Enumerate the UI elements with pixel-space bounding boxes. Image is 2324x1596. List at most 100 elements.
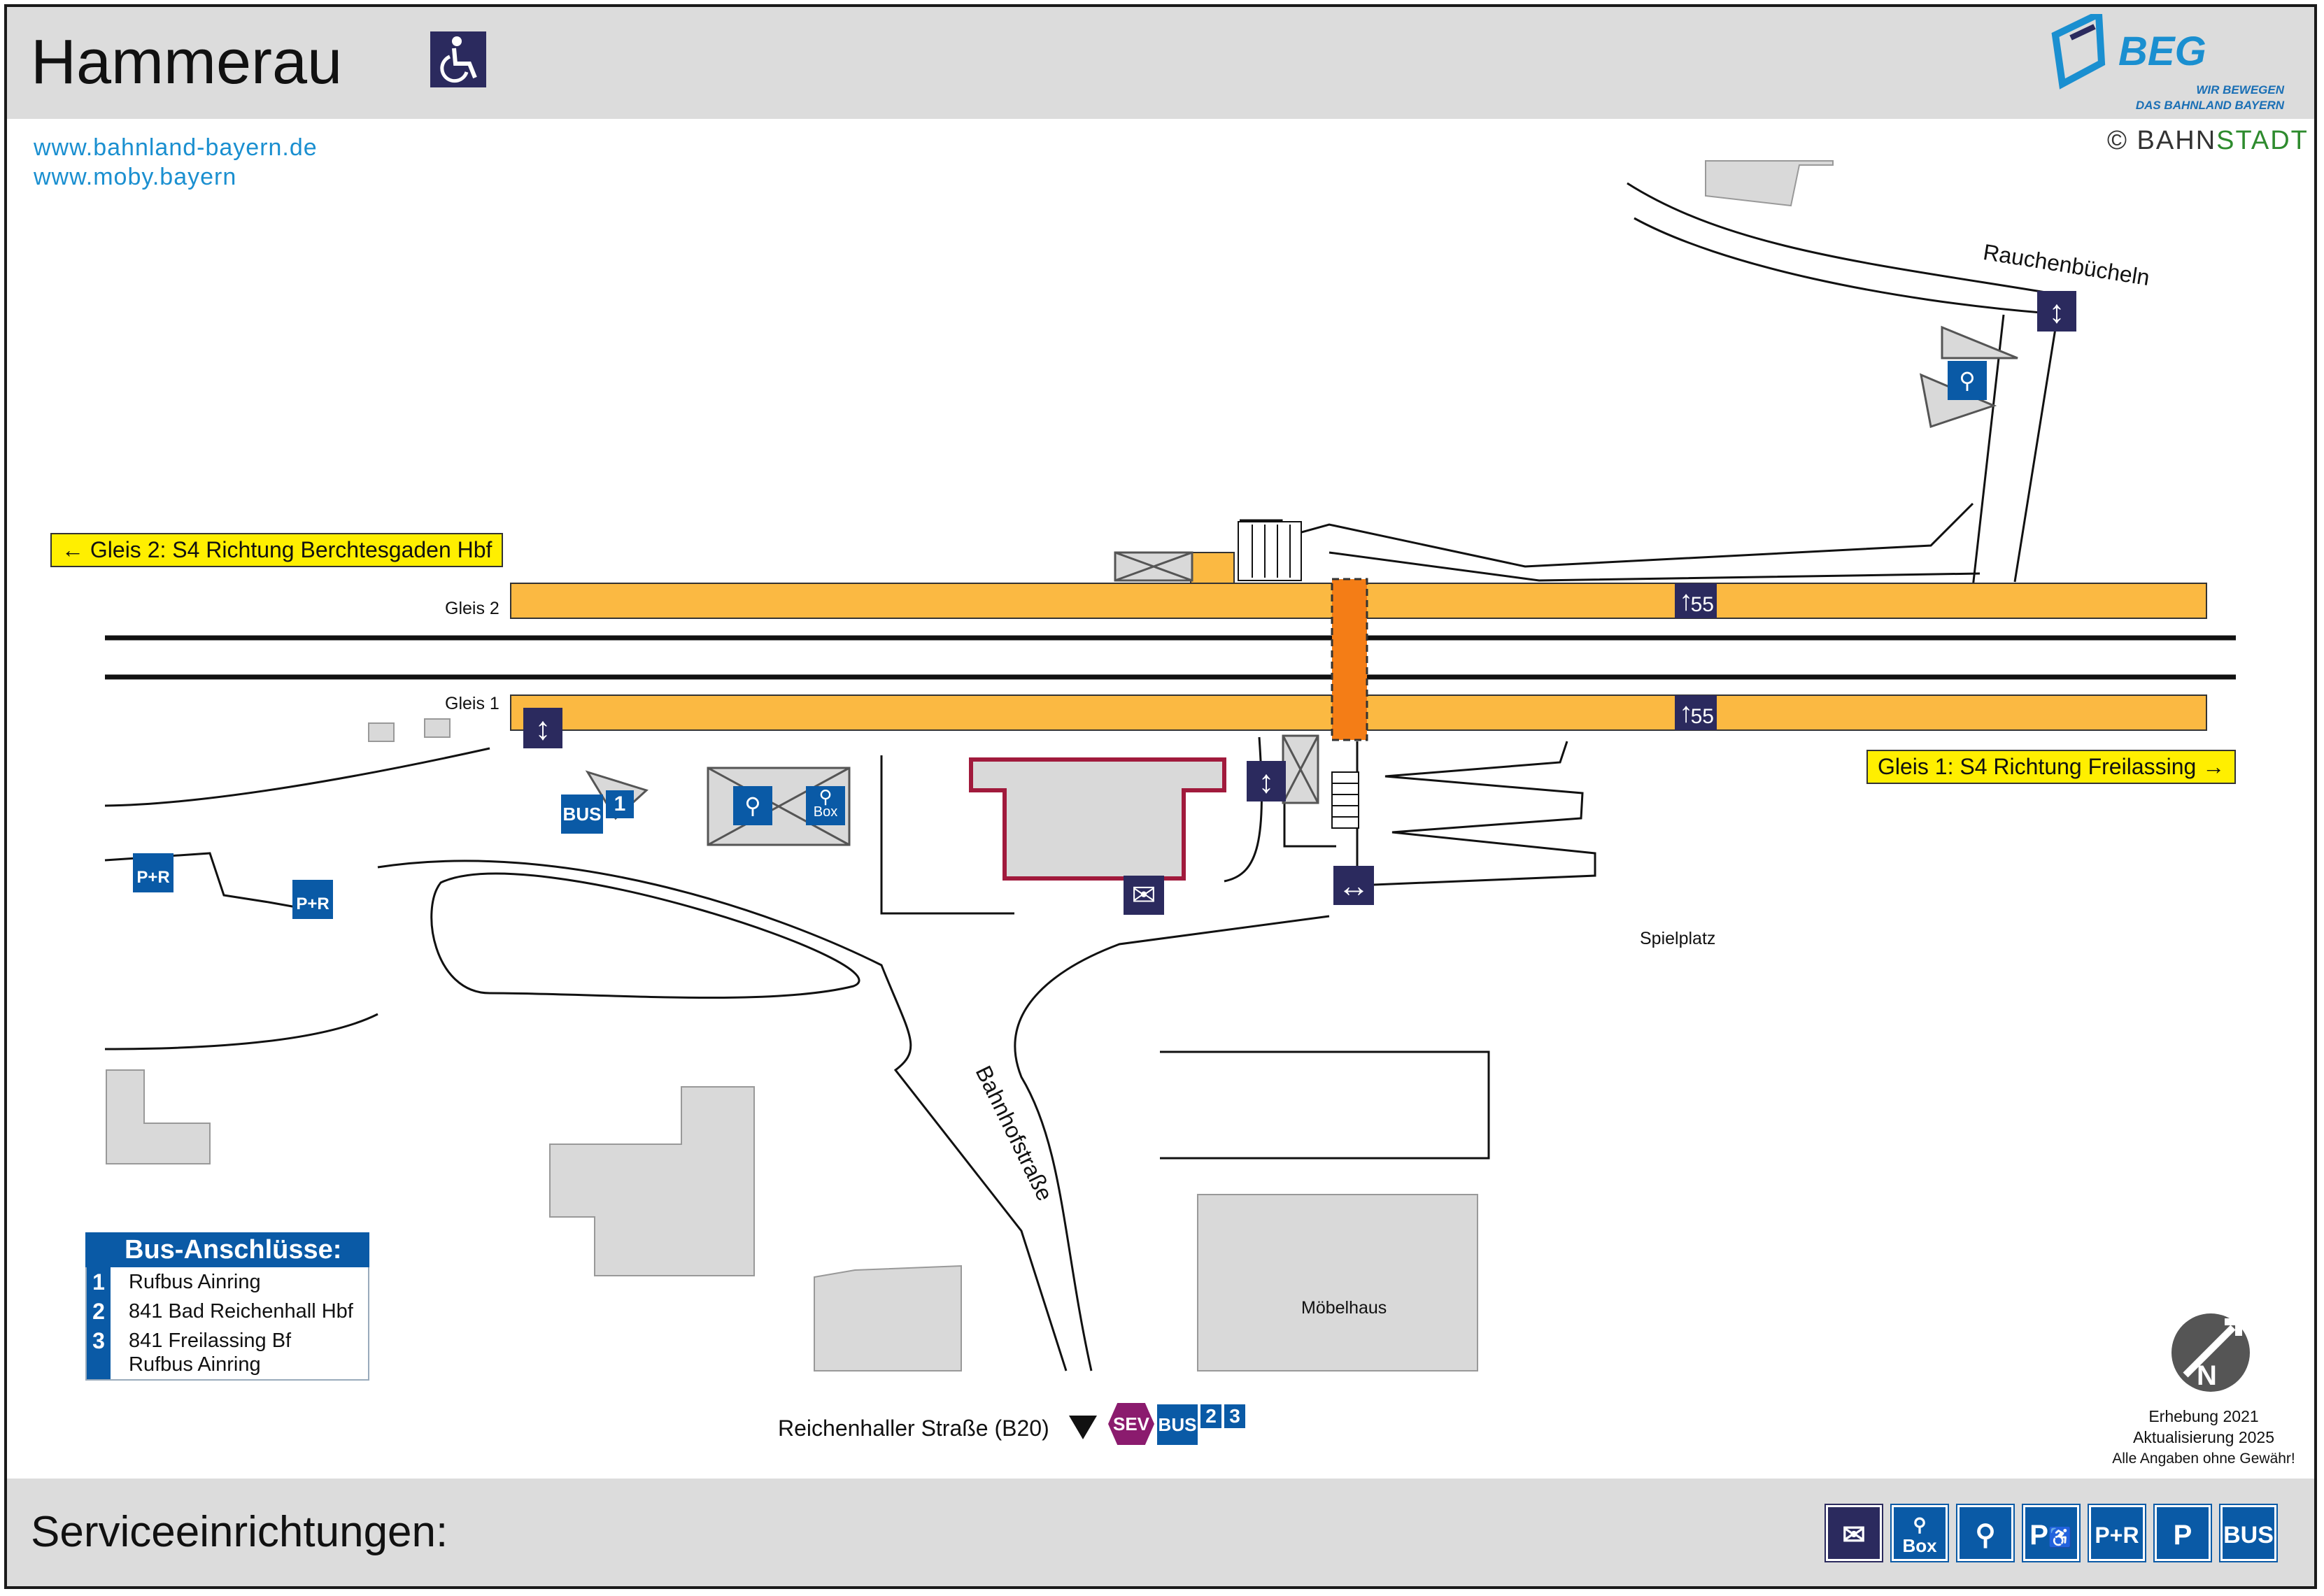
- brand-tagline-line-1: WIR BEWEGEN: [2196, 83, 2284, 97]
- platform-height-icon-gleis1: ↑55: [1675, 695, 1717, 730]
- park-ride-service-icon: P+R: [2089, 1505, 2145, 1561]
- north-arrow-icon: N: [2171, 1313, 2250, 1392]
- elevator-updown-icon-2: ↕: [1247, 761, 1286, 801]
- up-arrow-icon: ↑: [1679, 585, 1693, 616]
- bus-legend-line: 841 Bad Reichenhall Hbf: [129, 1300, 353, 1323]
- bahnhofstrasse-west: [377, 860, 1068, 1371]
- road-rauchen-1: [1627, 182, 2071, 298]
- bike-box-service-icon: ⚲Box: [1892, 1505, 1948, 1561]
- platform-gleis2-access: [1190, 552, 1235, 584]
- station-title: Hammerau: [31, 27, 343, 97]
- page-frame: [4, 4, 2317, 1589]
- bus-icon-south: BUS: [1157, 1404, 1198, 1445]
- link-bahnland[interactable]: www.bahnland-bayern.de: [34, 134, 318, 161]
- accessible-parking-label: P: [2029, 1520, 2048, 1551]
- bus-stop-icon: BUS: [561, 795, 603, 834]
- label-moebelhaus: Möbelhaus: [1301, 1298, 1387, 1318]
- beg-logo-icon: [2051, 14, 2106, 90]
- bus-legend-body: 1 Rufbus Ainring 2 841 Bad Reichenhall H…: [85, 1267, 369, 1381]
- bus-stop-number-3: 3: [1224, 1404, 1245, 1428]
- park-ride-icon-2: P+R: [292, 880, 333, 919]
- brand-name: BEG: [2118, 29, 2206, 74]
- ramp-zigzag: [1356, 741, 1596, 887]
- bike-parking-icon: ⚲: [733, 786, 772, 825]
- bus-legend-row: 1 Rufbus Ainring: [87, 1267, 368, 1297]
- parking-west: [104, 852, 309, 911]
- platform-label-gleis1: Gleis 1: [445, 694, 499, 713]
- park-ride-icon-1: P+R: [133, 853, 173, 892]
- up-arrow-icon: ↑: [1679, 697, 1693, 728]
- bus-legend-number: 2: [87, 1297, 111, 1326]
- copyright-prefix: © BAHN: [2107, 126, 2217, 155]
- sev-icon: SEV: [1108, 1403, 1154, 1445]
- brand-tagline-line-2: DAS BAHNLAND BAYERN: [2135, 99, 2284, 112]
- note-update: Aktualisierung 2025: [2132, 1428, 2275, 1446]
- road-west-2: [104, 1013, 378, 1050]
- note-survey: Erhebung 2021: [2148, 1407, 2259, 1425]
- bahnhofstrasse-east: [1014, 915, 1330, 1371]
- header-bar: [7, 7, 2317, 119]
- bike-box-service-label: Box: [1902, 1535, 1937, 1556]
- underpass: [1331, 578, 1368, 741]
- shed-1: [368, 722, 395, 742]
- direction-gleis2: ← Gleis 2: S4 Richtung Berchtesgaden Hbf: [50, 533, 504, 567]
- wheelchair-small-icon: ♿: [2048, 1527, 2073, 1548]
- building-south-2: [814, 1264, 962, 1371]
- label-spielplatz: Spielplatz: [1640, 929, 1716, 948]
- bike-parking-service-icon: ⚲: [1957, 1505, 2013, 1561]
- moebelhaus-building: [1197, 1194, 1478, 1371]
- bus-service-icon: BUS: [2220, 1505, 2276, 1561]
- wheelchair-icon: [430, 31, 486, 87]
- copyright: © BAHNSTADT: [2107, 126, 2309, 156]
- label-reichenhaller: Reichenhaller Straße (B20): [778, 1416, 1049, 1441]
- copyright-suffix: STADT: [2216, 126, 2309, 155]
- bus-legend-row: 2 841 Bad Reichenhall Hbf: [87, 1297, 368, 1326]
- level-access-icon: ↔: [1333, 866, 1374, 905]
- parking-service-icon: P: [2155, 1505, 2211, 1561]
- accessible-parking-service-icon: P♿: [2023, 1505, 2079, 1561]
- bus-legend-line: Rufbus Ainring: [129, 1271, 261, 1293]
- triangle-down-icon: [1069, 1416, 1097, 1439]
- road-west-1: [104, 747, 490, 807]
- station-building: [969, 757, 1226, 881]
- building-west: [106, 1069, 211, 1164]
- bike-box-icon: ⚲Box: [806, 786, 845, 825]
- brand-tagline: WIR BEWEGEN DAS BAHNLAND BAYERN: [2123, 83, 2284, 113]
- svg-text:N: N: [2197, 1360, 2217, 1391]
- mailbox-service-icon: ✉: [1826, 1505, 1882, 1561]
- direction-gleis1: Gleis 1: S4 Richtung Freilassing →: [1866, 750, 2237, 784]
- path-north-2: [2013, 328, 2057, 583]
- bus-legend-number: 1: [87, 1267, 111, 1297]
- path-north-1: [1971, 314, 2005, 588]
- bus-legend: Bus-Anschlüsse: 1 Rufbus Ainring 2 841 B…: [85, 1232, 369, 1381]
- building-north: [1705, 160, 1834, 207]
- platform-height-icon-gleis2: ↑55: [1675, 583, 1717, 618]
- bike-parking-icon-north: ⚲: [1948, 361, 1987, 400]
- roundabout-island: [430, 872, 860, 999]
- bus-legend-line: Rufbus Ainring: [129, 1353, 261, 1376]
- path-upper-1: [1278, 502, 1974, 568]
- bus-stop-number-1: 1: [606, 790, 634, 818]
- bike-shelter-north-1: [1941, 325, 2018, 359]
- elevator-updown-icon-3: ↕: [2037, 291, 2076, 332]
- building-east-outline: [1160, 1050, 1490, 1160]
- mailbox-icon: ✉: [1124, 876, 1164, 915]
- bike-box-label: Box: [813, 804, 838, 820]
- bus-stop-number-2: 2: [1200, 1404, 1221, 1428]
- elevator-updown-icon-1: ↕: [523, 708, 562, 748]
- link-moby[interactable]: www.moby.bayern: [34, 164, 237, 190]
- note-disclaimer: Alle Angaben ohne Gewähr!: [2112, 1451, 2295, 1467]
- bus-legend-title: Bus-Anschlüsse:: [85, 1232, 369, 1267]
- road-rauchen-2: [1634, 217, 2050, 315]
- bus-legend-row: 3 841 Freilassing Bf Rufbus Ainring: [87, 1326, 368, 1379]
- services-title: Serviceeinrichtungen:: [31, 1508, 448, 1556]
- path-parking: [880, 755, 1014, 915]
- bus-legend-line: 841 Freilassing Bf: [129, 1330, 292, 1352]
- bus-legend-number: 3: [87, 1326, 111, 1379]
- platform-height-value-2: 55: [1690, 593, 1714, 616]
- platform-label-gleis2: Gleis 2: [445, 599, 499, 618]
- shed-2: [424, 718, 451, 738]
- platform-height-value-1: 55: [1690, 705, 1714, 728]
- stairs-gleis1: [1331, 771, 1359, 829]
